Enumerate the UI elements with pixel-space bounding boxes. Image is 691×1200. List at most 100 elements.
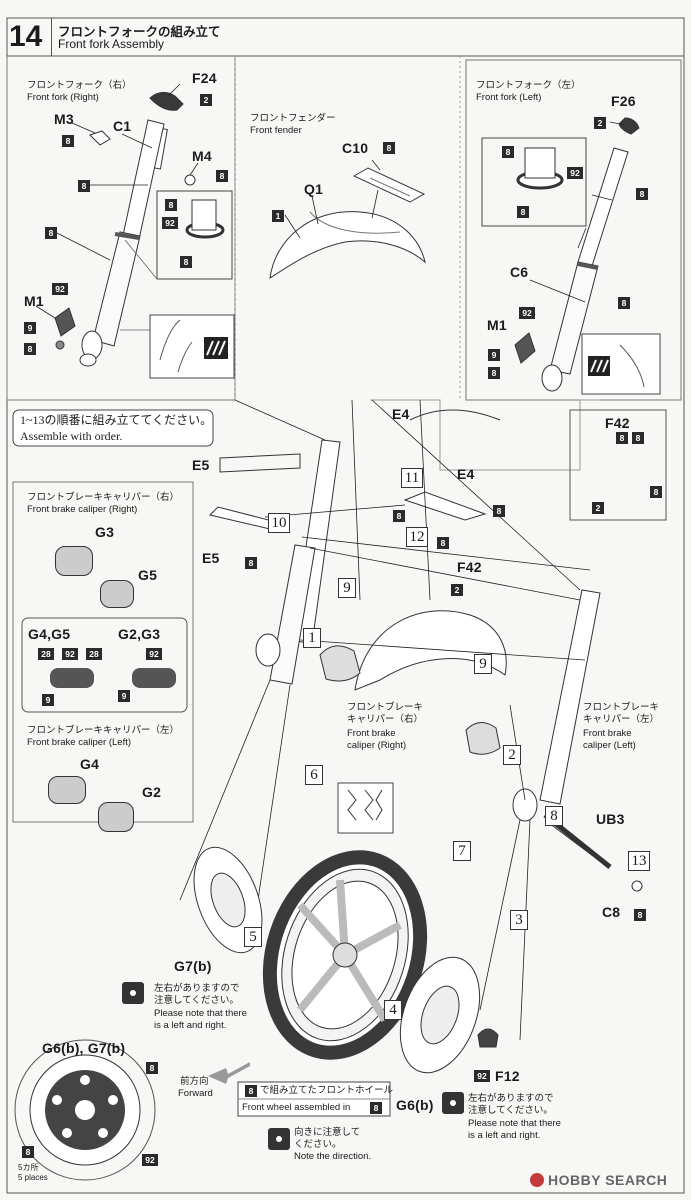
label-e4-b: E4 <box>457 466 475 482</box>
step-8: 8 <box>545 806 563 826</box>
color-badge: 8 <box>22 1146 34 1158</box>
label-c10: C10 <box>342 140 369 156</box>
color-badge: 8 <box>650 486 662 498</box>
color-badge: 2 <box>451 584 463 596</box>
color-badge: 1 <box>272 210 284 222</box>
caliper-left-title-jp: フロントブレーキキャリパー（左） <box>27 725 180 736</box>
brake-disc-left <box>399 956 481 1074</box>
left-fork-drawing <box>514 117 640 392</box>
color-badge: 8 <box>45 227 57 239</box>
disc-places-en: 5 places <box>18 1173 48 1182</box>
caliper-left-jp2: キャリパー（左） <box>583 714 660 725</box>
color-badge: 8 <box>488 367 500 379</box>
main-fork-pair <box>209 409 601 822</box>
label-q1: Q1 <box>304 181 324 197</box>
caliper-right-en2: caliper (Right) <box>347 740 407 751</box>
step-9-b: 9 <box>474 654 492 674</box>
wheel-box-jp: で組み立てたフロントホイール <box>260 1085 394 1096</box>
color-badge: 8 <box>146 1062 158 1074</box>
color-badge: 9 <box>24 322 36 334</box>
label-g6-g7: G6(b), G7(b) <box>42 1040 126 1056</box>
caliper-detail-1 <box>50 668 94 688</box>
fender-drawing <box>269 167 426 280</box>
forward-jp: 前方向 <box>180 1076 209 1087</box>
color-badge: 8 <box>517 206 529 218</box>
lr-note-2-jp2: 注意してください。 <box>468 1105 553 1116</box>
color-badge: 2 <box>594 117 606 129</box>
lr-note-2-jp1: 左右がありますので <box>468 1093 554 1104</box>
caliper-g4 <box>48 776 86 804</box>
brake-disc-right <box>193 846 263 954</box>
f42-inset <box>569 409 667 521</box>
color-badge: 92 <box>474 1070 490 1082</box>
fender-title-en: Front fender <box>250 125 302 136</box>
color-badge: 28 <box>38 648 54 660</box>
label-e4: E4 <box>392 406 410 422</box>
step-10: 10 <box>268 513 290 533</box>
caliper-left-jp1: フロントブレーキ <box>583 702 660 713</box>
label-f26: F26 <box>611 93 636 109</box>
step-11: 11 <box>401 468 423 488</box>
right-fork-drawing <box>54 92 196 367</box>
fender-leaders <box>284 159 381 239</box>
caliper-left-title-en: Front brake caliper (Left) <box>27 737 132 748</box>
caliper-g5 <box>100 580 134 608</box>
caliper-left-en2: caliper (Left) <box>583 740 636 751</box>
color-badge: 8 <box>632 432 644 444</box>
disc-detail-circle <box>14 1039 156 1181</box>
caliper-right-jp1: フロントブレーキ <box>347 702 424 713</box>
label-g4-g5: G4,G5 <box>28 626 71 642</box>
color-badge: 8 <box>216 170 228 182</box>
color-badge: 8 <box>393 510 405 522</box>
label-m3: M3 <box>54 111 74 127</box>
label-f24: F24 <box>192 70 217 86</box>
step-3: 3 <box>510 910 528 930</box>
wheel-box-step-badge: 8 <box>245 1085 257 1097</box>
color-badge: 8 <box>383 142 395 154</box>
caliper-left-en1: Front brake <box>583 728 632 739</box>
caliper-right-en1: Front brake <box>347 728 396 739</box>
title-jp: フロントフォークの組み立て <box>58 25 221 39</box>
assembly-arrows <box>179 399 606 1041</box>
color-badge: 92 <box>62 648 78 660</box>
color-badge: 8 <box>493 505 505 517</box>
label-m1-left: M1 <box>487 317 507 333</box>
fork-left-title-en: Front fork (Left) <box>476 92 542 103</box>
label-g5: G5 <box>138 567 158 583</box>
color-badge: 8 <box>616 432 628 444</box>
step-9: 9 <box>338 578 356 598</box>
disc-places-jp: 5カ所 <box>18 1163 39 1172</box>
color-badge: 28 <box>86 648 102 660</box>
lr-note-2-en2: is a left and right. <box>468 1130 541 1141</box>
label-f42: F42 <box>605 415 630 431</box>
forward-en: Forward <box>178 1088 213 1099</box>
right-fork-inset <box>156 190 233 280</box>
panel-left-fork-frame <box>465 59 682 401</box>
color-badge: 8 <box>437 537 449 549</box>
lr-note-1-jp1: 左右がありますので <box>154 983 240 994</box>
color-badge: 8 <box>165 199 177 211</box>
label-c1: C1 <box>113 118 132 134</box>
label-ub3: UB3 <box>596 811 625 827</box>
label-m4: M4 <box>192 148 212 164</box>
caliper-g2 <box>98 802 134 832</box>
order-note-box <box>12 409 214 447</box>
label-g3: G3 <box>95 524 115 540</box>
color-badge: 2 <box>592 502 604 514</box>
label-c6: C6 <box>510 264 529 280</box>
step-1: 1 <box>303 628 321 648</box>
color-badge: 2 <box>200 94 212 106</box>
label-f42-b: F42 <box>457 559 482 575</box>
label-e5-b: E5 <box>202 550 220 566</box>
forward-arrow <box>208 1062 250 1084</box>
caliper-right-title-jp: フロントブレーキキャリパー（右） <box>27 492 180 503</box>
color-badge: 92 <box>162 217 178 229</box>
lr-note-1-jp2: 注意してください。 <box>154 995 239 1006</box>
step-7: 7 <box>453 841 471 861</box>
front-wheel <box>262 850 428 1060</box>
color-badge: 92 <box>142 1154 158 1166</box>
left-fork-leaders <box>529 121 626 303</box>
fork-right-title-en: Front fork (Right) <box>27 92 99 103</box>
order-note-en: Assemble with order. <box>20 429 123 443</box>
